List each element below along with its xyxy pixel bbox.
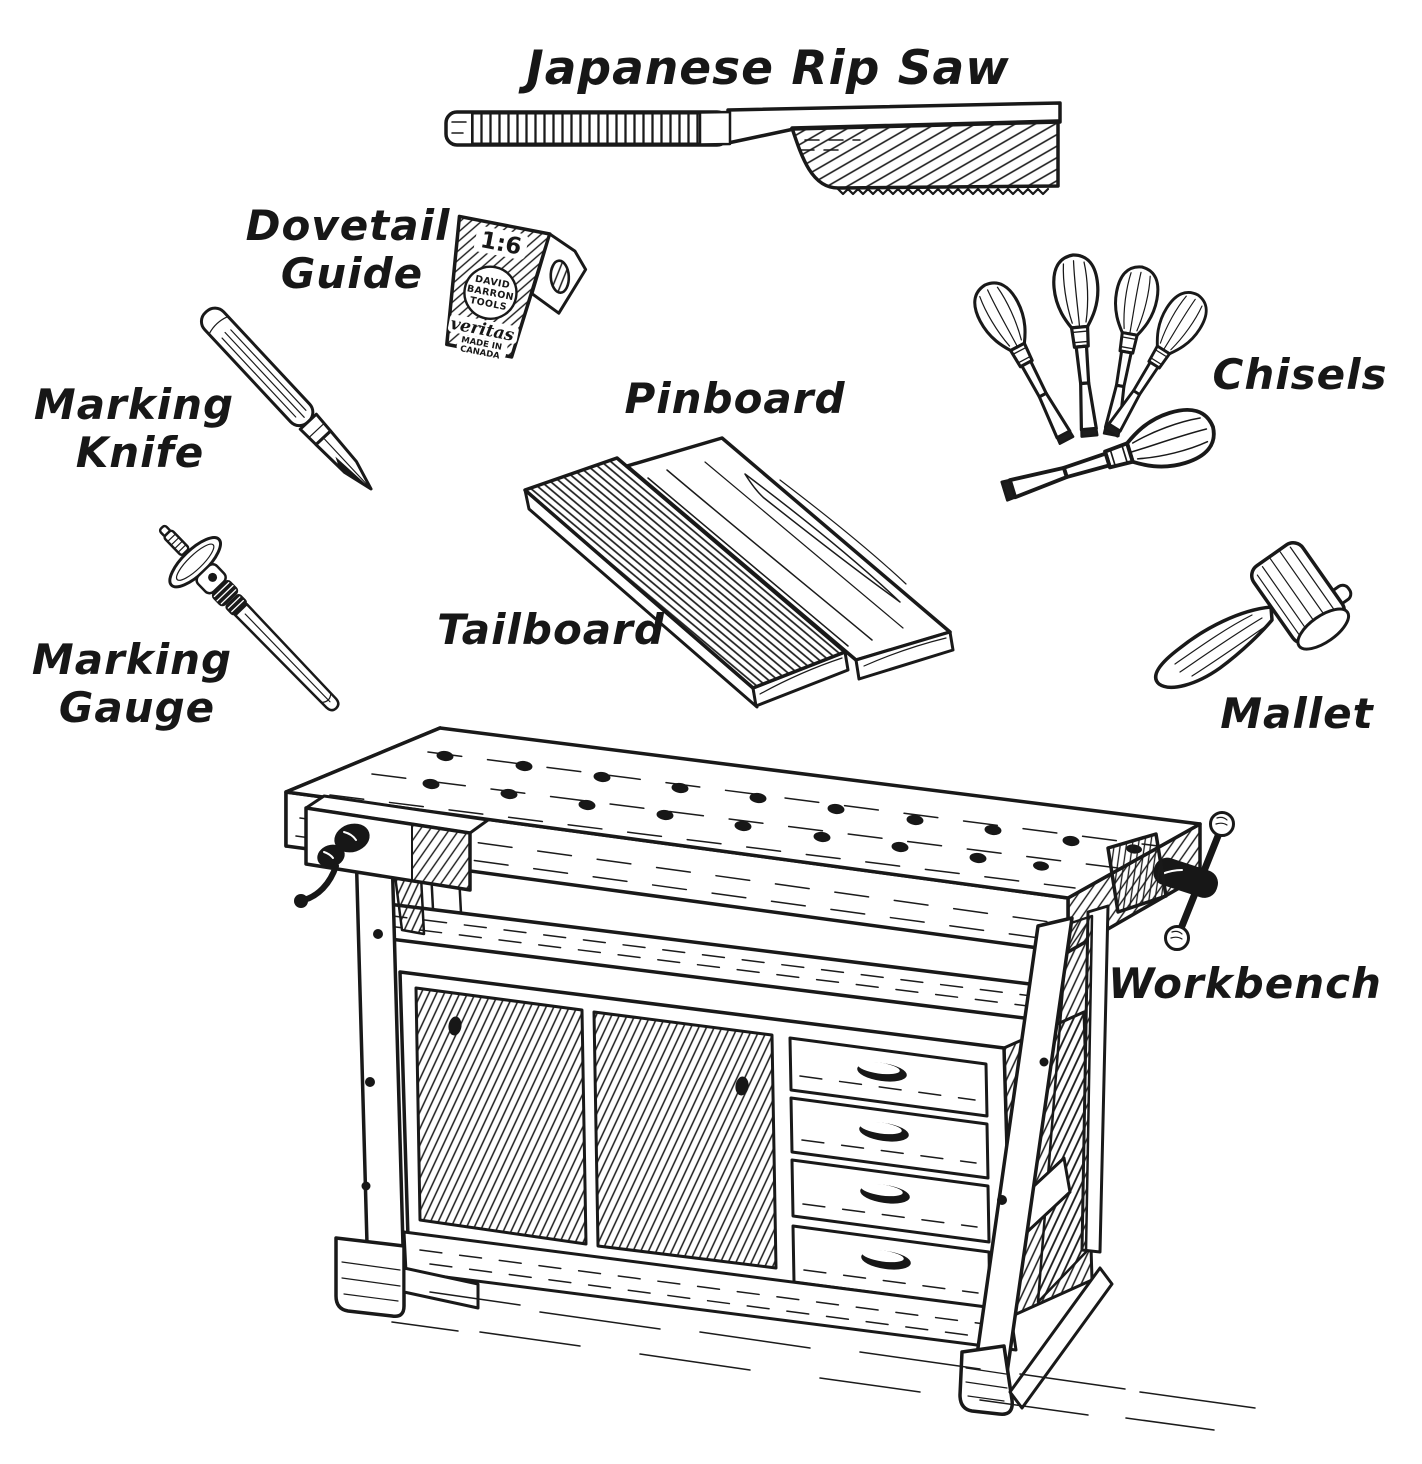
end-vise-handle-ball-top[interactable] — [1209, 811, 1235, 837]
front-vise-handle[interactable] — [301, 863, 339, 903]
japanese-rip-saw-illustration — [444, 101, 1062, 196]
marking-knife-illustration — [199, 306, 373, 491]
chisels-illustration — [964, 251, 1223, 519]
front-vise — [294, 794, 490, 908]
door-2-knob[interactable] — [734, 1076, 750, 1097]
saw-ferrule — [698, 110, 732, 146]
mallet-head-face — [1296, 607, 1351, 651]
label-mallet: Mallet — [1220, 689, 1374, 738]
label-chisels: Chisels — [1213, 350, 1388, 399]
end-vise-jaw — [1106, 832, 1168, 914]
pinboard-end-face — [854, 630, 955, 681]
label-marking-gauge-2: Gauge — [59, 683, 215, 732]
label-dovetail-guide-1: Dovetail — [246, 201, 451, 250]
boards-illustration — [523, 436, 955, 709]
saw-teeth — [836, 187, 1050, 196]
labels: Japanese Rip Saw Dovetail Guide Marking … — [32, 41, 1388, 1008]
end-vise-handle-ball-bottom[interactable] — [1164, 925, 1190, 951]
mallet-illustration — [1153, 541, 1353, 689]
door-1-knob[interactable] — [447, 1016, 463, 1037]
cabinet-door-1[interactable] — [414, 986, 588, 1246]
workbench-illustration — [284, 726, 1256, 1431]
mallet-handle — [1153, 605, 1274, 689]
label-marking-gauge-1: Marking — [32, 635, 232, 684]
dovetail-guide-illustration: 1:6 DAVID BARRON TOOLS veritas MADE IN C… — [445, 214, 588, 362]
gauge-micro-adjust — [163, 529, 190, 556]
marking-gauge-illustration — [158, 524, 340, 712]
label-marking-knife-1: Marking — [34, 380, 234, 429]
label-dovetail-guide-2: Guide — [281, 249, 423, 298]
end-vise — [1106, 811, 1235, 951]
end-vise-screw — [1153, 857, 1218, 898]
label-marking-knife-2: Knife — [76, 428, 205, 477]
label-japanese-rip-saw: Japanese Rip Saw — [518, 41, 1009, 96]
drawer-handles[interactable] — [856, 1060, 912, 1273]
chisel-2 — [1049, 251, 1113, 440]
ground-shading — [391, 1291, 1256, 1431]
dovetail-guide-hole — [549, 259, 571, 294]
left-foot — [334, 1236, 406, 1319]
label-tailboard: Tailboard — [437, 605, 665, 654]
right-foot-runner — [1008, 1266, 1114, 1410]
front-vise-screw-knob[interactable] — [331, 819, 374, 857]
left-foot-runner — [402, 1266, 480, 1310]
cabinet-door-2[interactable] — [592, 1010, 778, 1270]
drawer-bank — [788, 1036, 992, 1310]
mallet-head — [1250, 541, 1353, 651]
saw-handle-wrap — [471, 112, 725, 145]
saw-blade — [790, 119, 1060, 190]
label-pinboard: Pinboard — [624, 374, 845, 423]
guide-maker-badge — [463, 265, 518, 320]
label-workbench: Workbench — [1108, 959, 1382, 1008]
